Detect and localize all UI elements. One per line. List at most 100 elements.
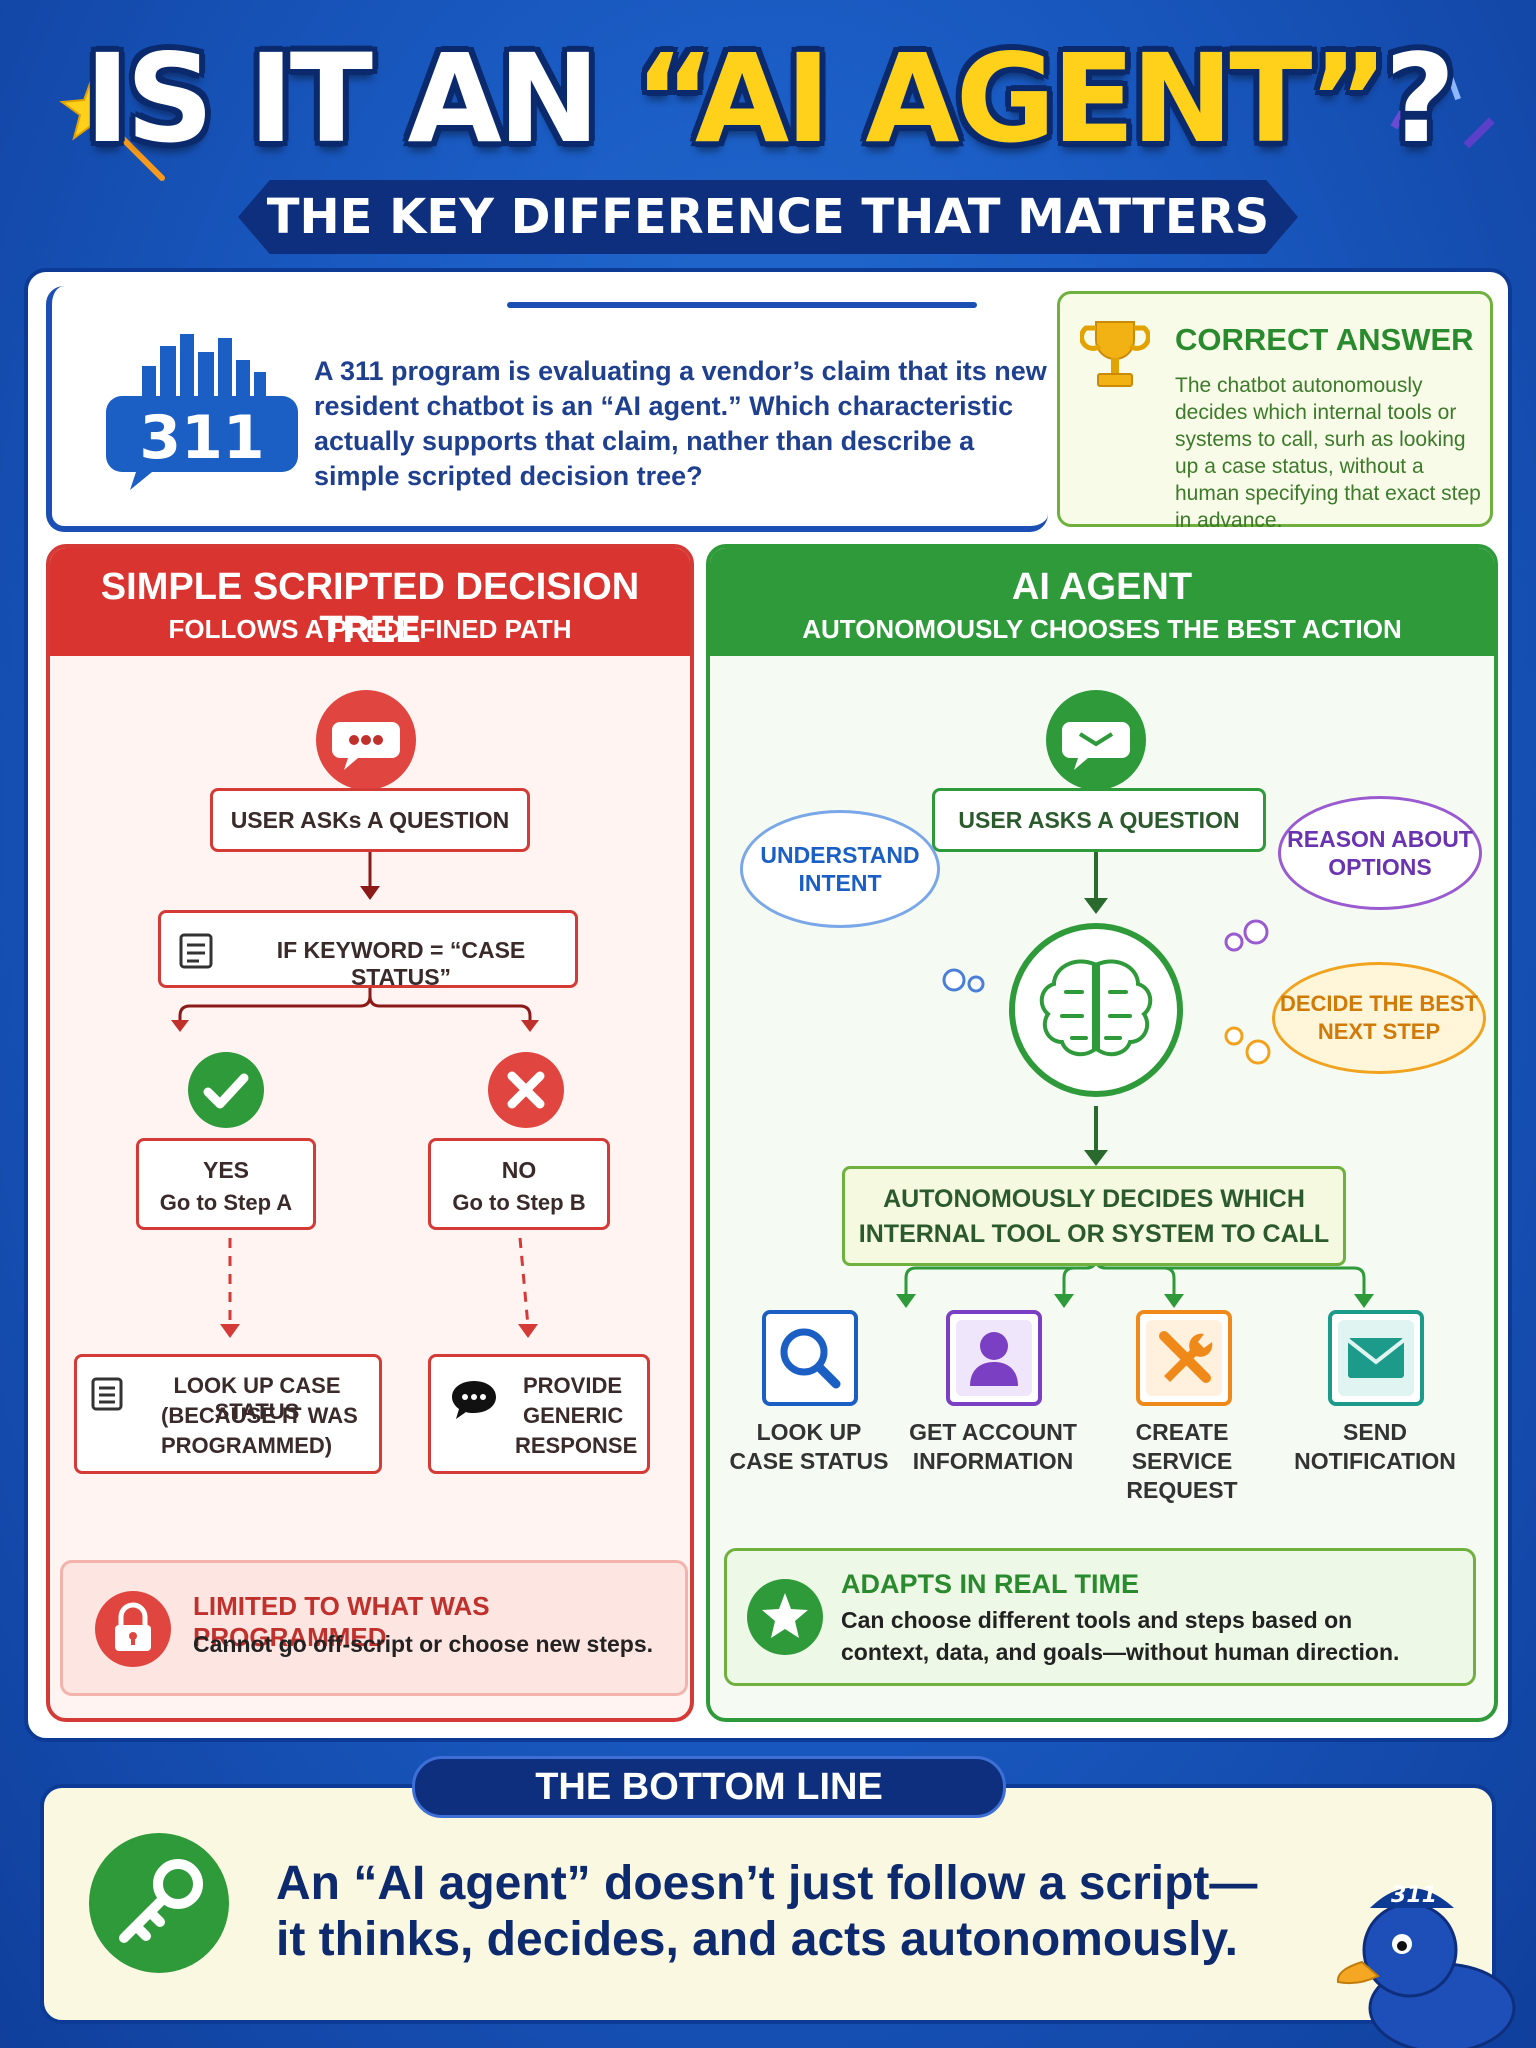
search-icon (780, 1328, 841, 1389)
result-line: PROVIDE (523, 1373, 623, 1398)
column-title: AI AGENT (1011, 566, 1193, 608)
bottom-line-2: it thinks, decides, and acts autonomousl… (276, 1913, 1238, 1966)
chat-bubble-icon (316, 690, 416, 790)
tool-label-line: INFORMATION (912, 1448, 1074, 1474)
bottom-line-text: An “AI agent” doesn’t just follow a scri… (276, 1856, 1276, 1968)
star-badge-icon (747, 1579, 823, 1655)
x-icon (488, 1052, 564, 1128)
page-title: IS IT AN “AI AGENT”? (84, 28, 1456, 170)
adapts-box: ADAPTS IN REAL TIME Can choose different… (724, 1548, 1476, 1686)
key-icon (89, 1833, 229, 1973)
tool-label: SEND NOTIFICATION (1280, 1418, 1470, 1476)
tool-label-line: NOTIFICATION (1294, 1448, 1456, 1474)
lock-icon (95, 1591, 171, 1667)
tool-label-line: GET ACCOUNT (909, 1419, 1077, 1445)
tool-label-line: CASE STATUS (729, 1448, 889, 1474)
step-label: USER ASKS A QUESTION (958, 807, 1240, 833)
adapts-title: ADAPTS IN REAL TIME (841, 1569, 1140, 1599)
star-wand-icon (59, 75, 165, 181)
cloud-text: REASON ABOUT (1287, 826, 1473, 852)
envelope-icon (1338, 1320, 1414, 1396)
thought-cloud-understand: UNDERSTAND INTENT (740, 810, 940, 928)
branch-subtitle: Go to Step A (159, 1190, 293, 1215)
ai-agent-column: AI AGENT AUTONOMOUSLY CHOOSES THE BEST A… (706, 544, 1498, 1722)
decision-line: INTERNAL TOOL OR SYSTEM TO CALL (858, 1220, 1330, 1248)
tool-label-line: LOOK UP (756, 1419, 862, 1445)
user-question-step: USER ASKS A QUESTION (932, 788, 1266, 852)
answer-title: CORRECT ANSWER (1175, 322, 1474, 357)
tools-icon (1146, 1320, 1222, 1396)
decision-tree-column: SIMPLE SCRIPTED DECISION TREE FOLLOWS A … (46, 544, 694, 1722)
tool-label: LOOK UP CASE STATUS (714, 1418, 904, 1476)
cloud-text: UNDERSTAND (760, 842, 920, 868)
result-generic-response: PROVIDE GENERIC RESPONSE (428, 1354, 650, 1474)
checklist-icon (179, 933, 213, 969)
flow-connectors (896, 852, 1374, 1308)
column-subtitle: AUTONOMOUSLY CHOOSES THE BEST ACTION (802, 614, 1402, 644)
check-icon (188, 1052, 264, 1128)
trophy-icon (1080, 321, 1150, 387)
result-line: RESPONSE (515, 1433, 638, 1458)
result-line: LOOK UP CASE STATUS (173, 1373, 341, 1424)
keyword-condition-step: IF KEYWORD = “CASE STATUS” (158, 910, 578, 990)
user-icon (956, 1320, 1032, 1396)
header: IS IT AN “AI AGENT”? THE KEY DIFFERENCE … (0, 0, 1536, 265)
city-311-logo-icon: 311 (106, 334, 298, 490)
answer-text: The chatbot autonomously decides which i… (1175, 374, 1481, 532)
cloud-text: OPTIONS (1328, 854, 1432, 880)
bottom-line-tab: THE BOTTOM LINE (412, 1756, 1006, 1818)
subtitle-banner (238, 180, 1298, 254)
correct-answer-card: CORRECT ANSWER The chatbot autonomously … (1057, 291, 1493, 532)
step-label: IF KEYWORD = “CASE STATUS” (276, 937, 526, 990)
tool-label: CREATE SERVICE REQUEST (1082, 1418, 1282, 1505)
adapts-text: context, data, and goals—without human d… (841, 1639, 1400, 1665)
confetti-icon (1390, 69, 1495, 149)
question-text: A 311 program is evaluating a vendor’s c… (314, 356, 1047, 491)
limitation-box: LIMITED TO WHAT WAS PROGRAMMED Cannot go… (60, 1560, 688, 1696)
tool-get-account[interactable] (946, 1310, 1042, 1406)
chat-bubble-icon (1046, 690, 1146, 790)
cloud-text: DECIDE THE BEST (1279, 991, 1479, 1016)
speech-bubble-icon (452, 1381, 496, 1419)
yes-branch: YES Go to Step A (136, 1138, 316, 1230)
thought-cloud-reason: REASON ABOUT OPTIONS (1278, 796, 1482, 910)
thought-cloud-decide: DECIDE THE BEST NEXT STEP (1272, 962, 1486, 1074)
tool-label-line: SEND (1343, 1419, 1407, 1445)
column-subtitle: FOLLOWS A PREDEFINED PATH (168, 614, 572, 644)
result-line: (BECAUSE IT WAS (161, 1403, 358, 1428)
svg-text:311: 311 (139, 403, 264, 473)
tool-label: GET ACCOUNT INFORMATION (898, 1418, 1088, 1476)
main-panel: 311 A 311 program is evaluating a vendor… (24, 268, 1512, 1742)
limitation-text: Cannot go off-script or choose new steps… (193, 1631, 654, 1657)
svg-text:311: 311 (1391, 1883, 1437, 1908)
result-line: GENERIC (523, 1403, 624, 1428)
result-lookup-case: LOOK UP CASE STATUS (BECAUSE IT WAS PROG… (74, 1354, 382, 1474)
limitation-title: LIMITED TO WHAT WAS PROGRAMMED (193, 1591, 490, 1652)
question-card: 311 A 311 program is evaluating a vendor… (46, 286, 1048, 532)
branch-subtitle: Go to Step B (452, 1190, 586, 1215)
user-question-step: USER ASKs A QUESTION (210, 788, 530, 852)
step-label: USER ASKs A QUESTION (230, 807, 510, 833)
page-subtitle: THE KEY DIFFERENCE THAT MATTERS (266, 189, 1270, 245)
no-branch: NO Go to Step B (428, 1138, 610, 1230)
tool-label-line: SERVICE REQUEST (1126, 1448, 1238, 1503)
tool-send-notification[interactable] (1328, 1310, 1424, 1406)
autonomous-decision-step: AUTONOMOUSLY DECIDES WHICH INTERNAL TOOL… (842, 1166, 1346, 1266)
tool-lookup-case[interactable] (762, 1310, 858, 1406)
flow-connectors (171, 852, 539, 1338)
tool-create-request[interactable] (1136, 1310, 1232, 1406)
column-header (50, 548, 690, 656)
branch-title: YES (202, 1157, 250, 1183)
list-icon (91, 1377, 123, 1411)
duck-mascot-icon: 311 (1336, 1883, 1516, 2048)
tool-label-line: CREATE (1135, 1419, 1229, 1445)
bottom-line-card: An “AI agent” doesn’t just follow a scri… (40, 1784, 1496, 2024)
branch-title: NO (501, 1157, 537, 1183)
column-title: SIMPLE SCRIPTED DECISION TREE (100, 566, 640, 651)
adapts-text: Can choose different tools and steps bas… (841, 1607, 1353, 1633)
bottom-line-1: An “AI agent” doesn’t just follow a scri… (276, 1857, 1258, 1910)
result-line: PROGRAMMED) (161, 1433, 333, 1458)
brain-icon (1009, 923, 1183, 1097)
column-header (710, 548, 1494, 656)
divider (507, 302, 977, 308)
